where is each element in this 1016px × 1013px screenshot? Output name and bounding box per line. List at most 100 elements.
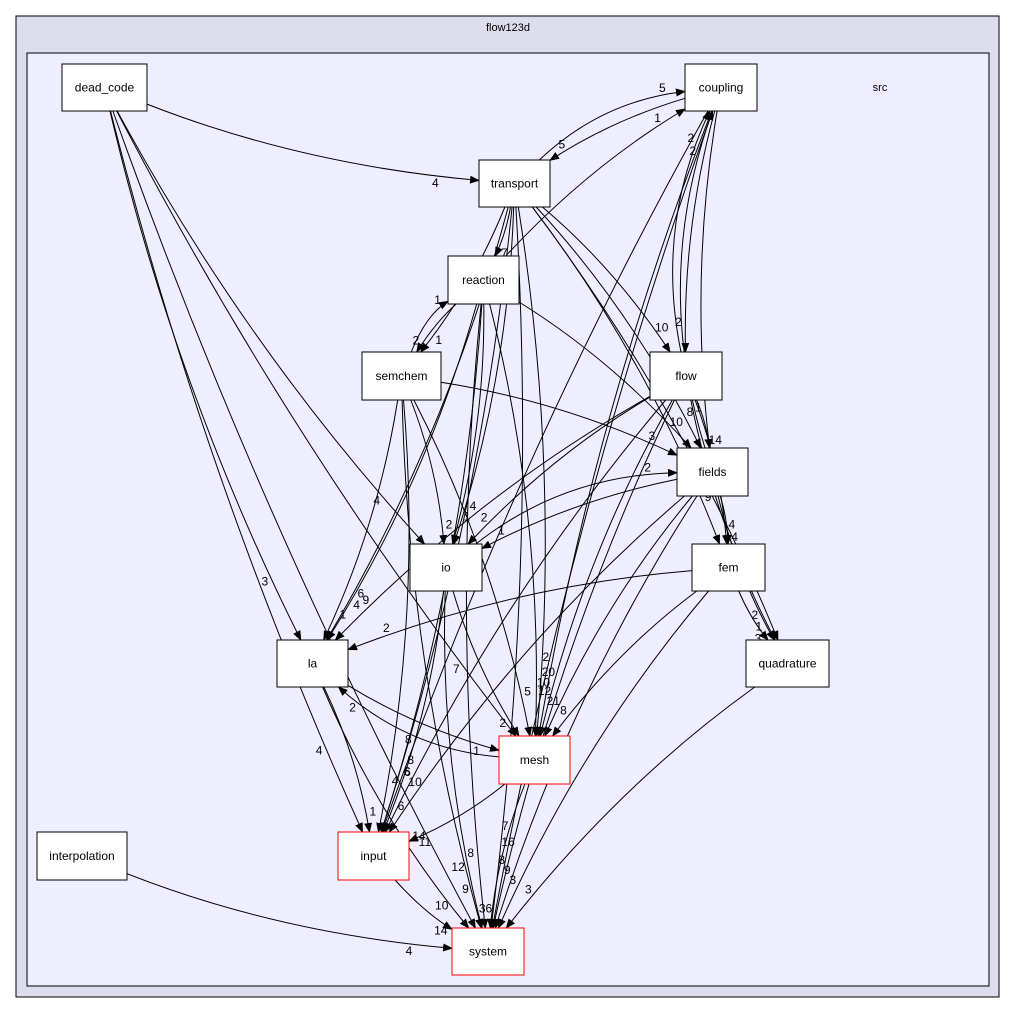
edge-label-reaction-to-input[interactable]: 6 xyxy=(404,764,411,778)
edge-label-io-to-mesh[interactable]: 2 xyxy=(499,716,506,730)
edge-label-coupling-to-transport[interactable]: 5 xyxy=(558,138,565,152)
edge-label-fields-to-fem[interactable]: 4 xyxy=(731,530,738,544)
edge-mesh-to-system[interactable] xyxy=(487,783,526,929)
edge-label-transport-to-input[interactable]: 8 xyxy=(407,753,414,767)
edge-label-fields-to-io[interactable]: 1 xyxy=(498,524,505,538)
edge-transport-to-flow[interactable] xyxy=(542,206,671,353)
edge-label-reaction-to-semchem[interactable]: 2 xyxy=(413,333,420,347)
edge-label-flow-to-fields[interactable]: 14 xyxy=(709,433,723,447)
edge-semchem-to-mesh[interactable] xyxy=(413,399,533,737)
node-reaction-box[interactable] xyxy=(447,255,520,305)
edge-label-dead_code-to-io[interactable]: 4 xyxy=(373,494,380,508)
node-input-box[interactable] xyxy=(337,831,410,881)
edge-label-reaction-to-coupling[interactable]: 1 xyxy=(654,111,661,125)
edge-flow-to-input[interactable] xyxy=(384,399,667,833)
node-interpolation-box[interactable] xyxy=(36,831,128,881)
edge-reaction-to-system[interactable] xyxy=(465,303,489,929)
edge-fields-to-io[interactable] xyxy=(481,478,678,549)
edge-label-transport-to-coupling[interactable]: 5 xyxy=(659,81,666,95)
edge-label-fem-to-la[interactable]: 2 xyxy=(383,621,390,635)
edge-flow-to-la[interactable] xyxy=(334,395,651,641)
edge-input-to-system[interactable] xyxy=(394,879,453,930)
edge-la-to-mesh[interactable] xyxy=(347,684,500,752)
edge-dead_code-to-la[interactable] xyxy=(109,110,302,641)
node-fem[interactable]: fem xyxy=(691,543,766,592)
edge-fem-to-la[interactable] xyxy=(347,570,693,651)
edge-label-mesh-to-input[interactable]: 11 xyxy=(419,835,432,849)
edge-label-flow-to-fem[interactable]: 4 xyxy=(729,518,736,532)
edge-io-to-system[interactable] xyxy=(444,590,484,929)
edge-dead_code-to-mesh[interactable] xyxy=(116,110,517,737)
edge-label-reaction-to-la[interactable]: 4 xyxy=(353,598,360,612)
edge-label-reaction-to-mesh[interactable]: 10 xyxy=(537,676,551,690)
edge-semchem-to-io[interactable] xyxy=(410,399,448,545)
edge-label-interpolation-to-system[interactable]: 4 xyxy=(406,944,413,958)
edge-coupling-to-transport[interactable] xyxy=(549,97,686,161)
edge-label-reaction-to-io[interactable]: 1 xyxy=(464,510,471,524)
edge-label-coupling-to-fields[interactable]: 1 xyxy=(695,400,702,414)
edge-fem-to-system[interactable] xyxy=(497,590,709,929)
edge-io-to-mesh[interactable] xyxy=(452,590,520,737)
node-fem-box[interactable] xyxy=(691,543,766,592)
node-io-box[interactable] xyxy=(409,543,483,592)
edge-semchem-to-la[interactable] xyxy=(323,399,399,641)
edge-label-transport-to-reaction[interactable]: 7 xyxy=(501,246,508,260)
edge-label-flow-to-quadrature[interactable]: 2 xyxy=(752,608,759,622)
edge-flow-to-quadrature[interactable] xyxy=(690,399,776,641)
edge-flow-to-io[interactable] xyxy=(467,396,651,545)
edge-dead_code-to-io[interactable] xyxy=(116,110,426,545)
edge-label-fem-to-quadrature[interactable]: 3 xyxy=(755,632,762,646)
edge-interpolation-to-system[interactable] xyxy=(126,873,453,952)
edge-coupling-to-mesh[interactable] xyxy=(536,110,713,737)
edge-reaction-to-coupling[interactable] xyxy=(505,108,686,257)
edge-label-transport-to-la[interactable]: 6 xyxy=(358,587,365,601)
edge-coupling-to-fields[interactable] xyxy=(700,110,718,449)
edge-flow-to-coupling[interactable] xyxy=(672,110,711,353)
edge-label-input-to-system[interactable]: 14 xyxy=(434,923,448,937)
edge-fields-to-input[interactable] xyxy=(388,495,685,833)
edge-label-semchem-to-la[interactable]: 1 xyxy=(339,608,346,622)
edge-label-flow-to-io[interactable]: 2 xyxy=(481,511,488,525)
node-coupling-box[interactable] xyxy=(684,63,758,112)
node-fields-box[interactable] xyxy=(676,447,749,497)
edge-label-io-to-system[interactable]: 9 xyxy=(462,882,469,896)
edge-label-transport-to-flow[interactable]: 10 xyxy=(655,320,669,334)
edge-fields-to-fem[interactable] xyxy=(719,495,732,545)
node-flow[interactable]: flow xyxy=(649,351,723,401)
edge-label-flow-to-input[interactable]: 6 xyxy=(404,765,411,779)
edge-label-coupling-to-system[interactable]: 7 xyxy=(502,819,509,833)
edge-label-transport-to-system[interactable]: 16 xyxy=(501,835,515,849)
edge-label-la-to-input[interactable]: 1 xyxy=(370,805,377,819)
edge-flow-to-system[interactable] xyxy=(491,399,675,929)
edge-fields-to-system[interactable] xyxy=(494,495,698,929)
edge-label-quadrature-to-system[interactable]: 3 xyxy=(525,883,532,897)
node-fields[interactable]: fields xyxy=(676,447,749,497)
node-semchem-box[interactable] xyxy=(361,351,442,401)
edge-label-mesh-to-la[interactable]: 2 xyxy=(349,701,356,715)
edge-transport-to-coupling[interactable] xyxy=(538,88,686,161)
edge-dead_code-to-input[interactable] xyxy=(110,110,364,833)
edge-label-la-to-mesh[interactable]: 1 xyxy=(473,744,480,758)
edge-quadrature-to-system[interactable] xyxy=(505,686,756,929)
edge-label-fields-to-quadrature[interactable]: 1 xyxy=(755,619,762,633)
node-la-box[interactable] xyxy=(276,639,349,688)
edge-label-transport-to-mesh[interactable]: 20 xyxy=(542,665,556,679)
edge-reaction-to-semchem[interactable] xyxy=(416,303,457,353)
node-dead_code[interactable]: dead_code xyxy=(61,63,148,112)
edge-coupling-to-flow[interactable] xyxy=(681,110,716,353)
edge-label-flow-to-coupling[interactable]: 2 xyxy=(688,131,695,145)
edge-io-to-input[interactable] xyxy=(382,590,445,833)
node-io[interactable]: io xyxy=(409,543,483,592)
edge-label-semchem-to-fields[interactable]: 3 xyxy=(648,429,655,443)
edge-semchem-to-input[interactable] xyxy=(376,399,410,833)
edge-semchem-to-fields[interactable] xyxy=(440,381,678,456)
edge-label-semchem-to-reaction[interactable]: 1 xyxy=(434,293,441,307)
edge-fields-to-mesh[interactable] xyxy=(544,495,693,737)
edge-la-to-input[interactable] xyxy=(323,686,372,833)
edge-label-transport-to-io[interactable]: 4 xyxy=(470,499,477,513)
edge-label-fields-to-system[interactable]: 9 xyxy=(504,863,511,877)
edge-label-mesh-to-system[interactable]: 36 xyxy=(479,901,493,915)
node-dead_code-box[interactable] xyxy=(61,63,148,112)
edge-semchem-to-system[interactable] xyxy=(401,399,483,929)
edge-label-coupling-to-mesh[interactable]: 2 xyxy=(542,650,549,664)
